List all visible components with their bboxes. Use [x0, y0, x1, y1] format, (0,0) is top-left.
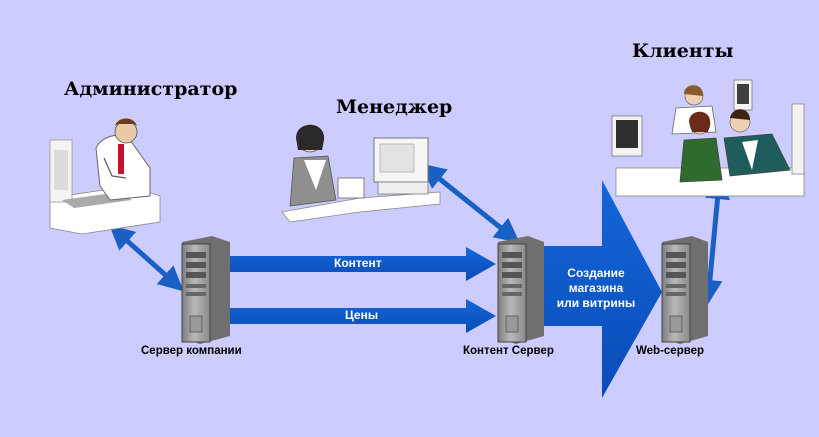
- create-shop-arrow: [536, 180, 662, 398]
- administrator-illustration: [49, 118, 161, 235]
- manager-connector: [420, 163, 520, 244]
- content-flow-arrow: [226, 247, 496, 281]
- prices-flow-label: Цены: [345, 308, 379, 322]
- content-server-icon: [497, 236, 544, 344]
- web-server-label: Web-сервер: [636, 345, 705, 357]
- create-shop-line-2: магазина: [568, 281, 624, 295]
- content-server-label: Контент Сервер: [463, 345, 554, 357]
- administrator-title: Администратор: [64, 78, 238, 100]
- web-server-icon: [661, 236, 708, 344]
- manager-title: Менеджер: [336, 96, 453, 118]
- create-shop-label: Создание магазина или витрины: [541, 266, 651, 311]
- clients-title: Клиенты: [632, 40, 734, 62]
- create-shop-line-3: или витрины: [556, 296, 636, 310]
- admin-connector: [109, 224, 184, 292]
- clients-connector: [697, 174, 730, 305]
- clients-illustration: [611, 79, 805, 197]
- content-flow-label: Контент: [334, 256, 382, 270]
- create-shop-line-1: Создание: [567, 266, 625, 280]
- company-server-label: Сервер компании: [141, 345, 242, 357]
- prices-flow-arrow: [226, 299, 496, 333]
- company-server-icon: [181, 236, 230, 344]
- manager-illustration: [281, 124, 441, 223]
